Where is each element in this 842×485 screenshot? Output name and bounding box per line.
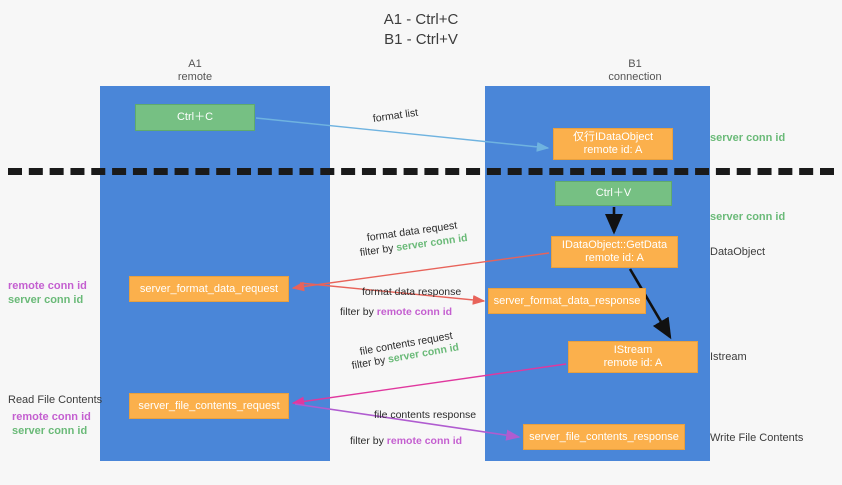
arrow-label-format-data-response: format data response [362,286,462,298]
arrow-label-filter-remote-conn-id-1: filter by remote conn id [340,305,452,320]
filter-value-remote-conn-id-2: remote conn id [386,435,463,447]
box-idataobject-getdata[interactable]: IDataObject::GetData remote id: A [551,236,678,268]
label-conn-ids-format: remote conn id server conn id [8,279,87,307]
lane-a1-name: A1 [188,58,202,70]
box-server-format-data-request-label: server_format_data_request [139,282,279,295]
label-remote-conn-id-1: remote conn id [8,280,87,292]
box-server-format-data-response[interactable]: server_format_data_response [488,288,646,314]
box-istream-line2: remote id: A [603,357,663,369]
arrow-file-contents-response [294,403,521,441]
label-read-file-contents: Read File Contents [8,394,103,406]
box-ctrl-v-label: Ctrl＋V [595,187,632,199]
lane-a1-sub: remote [177,71,213,83]
title-line-2: B1 - Ctrl+V [384,31,458,48]
filter-by-prefix-4: filter by [350,435,387,447]
phase-separator [8,168,834,175]
label-remote-conn-id-2: remote conn id [12,411,91,423]
box-server-file-contents-response-label: server_file_contents_response [529,430,679,443]
box-server-file-contents-request-label: server_file_contents_request [138,399,280,412]
box-ctrl-v[interactable]: Ctrl＋V [555,181,672,206]
filter-value-remote-conn-id-1: remote conn id [376,306,453,318]
arrow-format-data-response [299,282,486,305]
box-server-file-contents-request[interactable]: server_file_contents_request [129,393,289,419]
box-ctrl-c[interactable]: Ctrl＋C [135,104,255,131]
box-idataobject[interactable]: 仅行IDataObject remote id: A [553,128,673,160]
label-conn-ids-file: remote conn id server conn id [12,410,91,438]
label-dataobject: DataObject [710,246,766,258]
lane-header-a1: A1 remote [120,58,270,84]
arrow-getdata-to-istream [628,268,672,340]
box-server-format-data-request[interactable]: server_format_data_request [129,276,289,302]
box-getdata-line1: IDataObject::GetData [561,239,668,251]
arrow-label-file-contents-response: file contents response [374,409,477,421]
box-server-format-data-response-label: server_format_data_response [493,294,641,307]
arrow-format-data-request [291,252,550,292]
box-ctrl-c-label: Ctrl＋C [176,111,214,123]
lane-b1-sub: connection [608,71,662,83]
label-server-conn-id-2: server conn id [12,425,88,437]
label-server-conn-id-top: server conn id [710,132,786,144]
label-server-conn-id-1: server conn id [8,294,84,306]
label-istream: Istream [710,351,747,363]
lane-header-b1: B1 connection [555,58,715,84]
box-getdata-line2: remote id: A [585,252,644,264]
arrow-format-list [255,117,550,152]
page-title: A1 - Ctrl+C B1 - Ctrl+V [0,10,842,50]
label-write-file-contents: Write File Contents [710,432,804,444]
box-idataobject-line2: remote id: A [583,144,643,156]
box-istream-line1: IStream [613,344,653,356]
title-line-1: A1 - Ctrl+C [383,11,459,28]
label-server-conn-id-mid: server conn id [710,211,786,223]
arrow-file-contents-request [291,363,567,407]
filter-by-prefix-2: filter by [340,306,377,318]
box-idataobject-line1: 仅行IDataObject [572,131,654,143]
arrow-label-filter-remote-conn-id-2: filter by remote conn id [350,434,462,449]
lane-b1-name: B1 [628,58,642,70]
box-istream[interactable]: IStream remote id: A [568,341,698,373]
filter-by-prefix-1: filter by [359,241,398,259]
box-server-file-contents-response[interactable]: server_file_contents_response [523,424,685,450]
